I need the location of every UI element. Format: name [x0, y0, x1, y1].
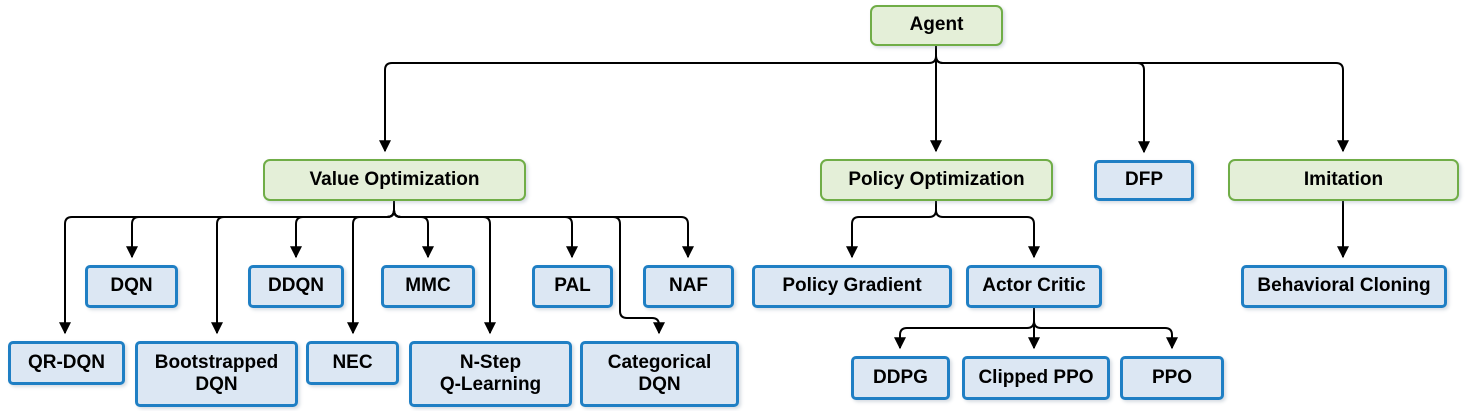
edge-actor-critic-to-ddpg: [894, 308, 1035, 350]
edge-value-optimization-to-naf: [393, 201, 694, 259]
node-ppo[interactable]: PPO: [1120, 356, 1224, 400]
node-label-categorical-dqn: Categorical DQN: [607, 351, 712, 395]
node-categorical-dqn[interactable]: Categorical DQN: [580, 341, 739, 407]
node-actor-critic[interactable]: Actor Critic: [966, 265, 1102, 308]
edge-policy-optimization-to-policy-gradient: [846, 201, 937, 259]
node-naf[interactable]: NAF: [643, 265, 734, 308]
node-nec[interactable]: NEC: [306, 341, 399, 385]
node-ddpg[interactable]: DDPG: [851, 356, 950, 400]
node-pal[interactable]: PAL: [532, 265, 613, 308]
node-label-actor-critic: Actor Critic: [982, 275, 1086, 297]
node-label-pal: PAL: [554, 275, 591, 297]
node-ddqn[interactable]: DDQN: [248, 265, 344, 308]
node-label-clipped-ppo: Clipped PPO: [978, 366, 1094, 388]
edge-agent-to-dfp: [935, 46, 1150, 154]
node-label-ddqn: DDQN: [268, 275, 324, 297]
edge-agent-to-imitation: [935, 46, 1349, 153]
node-mmc[interactable]: MMC: [381, 265, 475, 308]
node-label-bootstrapped-dqn: Bootstrapped DQN: [154, 351, 279, 395]
node-label-ppo: PPO: [1151, 366, 1193, 388]
node-dfp[interactable]: DFP: [1094, 160, 1194, 201]
node-label-dqn: DQN: [110, 275, 153, 297]
node-label-qr-dqn: QR-DQN: [27, 351, 106, 373]
node-label-agent: Agent: [909, 14, 964, 36]
node-qr-dqn[interactable]: QR-DQN: [8, 341, 125, 385]
node-dqn[interactable]: DQN: [85, 265, 178, 308]
edge-value-optimization-to-dqn: [126, 201, 395, 259]
edge-policy-optimization-to-actor-critic: [935, 201, 1040, 259]
node-policy-optimization[interactable]: Policy Optimization: [820, 159, 1053, 201]
edge-agent-to-value-optimization: [379, 46, 937, 153]
node-label-policy-optimization: Policy Optimization: [848, 168, 1025, 190]
node-agent[interactable]: Agent: [870, 5, 1003, 46]
node-value-optimization[interactable]: Value Optimization: [263, 159, 526, 201]
edge-value-optimization-to-pal: [393, 201, 578, 259]
node-label-imitation: Imitation: [1303, 168, 1384, 190]
node-label-dfp: DFP: [1125, 169, 1163, 191]
node-behavioral-cloning[interactable]: Behavioral Cloning: [1241, 265, 1447, 308]
node-imitation[interactable]: Imitation: [1228, 159, 1459, 201]
node-n-step-q[interactable]: N-Step Q-Learning: [409, 341, 572, 407]
node-label-policy-gradient: Policy Gradient: [782, 275, 922, 297]
node-policy-gradient[interactable]: Policy Gradient: [752, 265, 952, 308]
node-label-mmc: MMC: [405, 275, 451, 297]
edge-actor-critic-to-ppo: [1033, 308, 1178, 350]
node-label-behavioral-cloning: Behavioral Cloning: [1257, 275, 1431, 297]
node-bootstrapped-dqn[interactable]: Bootstrapped DQN: [135, 341, 298, 407]
node-label-ddpg: DDPG: [873, 366, 928, 388]
node-label-value-optimization: Value Optimization: [309, 168, 480, 190]
edge-value-optimization-to-mmc: [393, 201, 434, 259]
node-clipped-ppo[interactable]: Clipped PPO: [962, 356, 1110, 400]
edge-value-optimization-to-ddqn: [290, 201, 395, 259]
node-label-n-step-q: N-Step Q-Learning: [439, 351, 542, 395]
node-label-nec: NEC: [332, 351, 373, 373]
node-label-naf: NAF: [668, 275, 709, 297]
